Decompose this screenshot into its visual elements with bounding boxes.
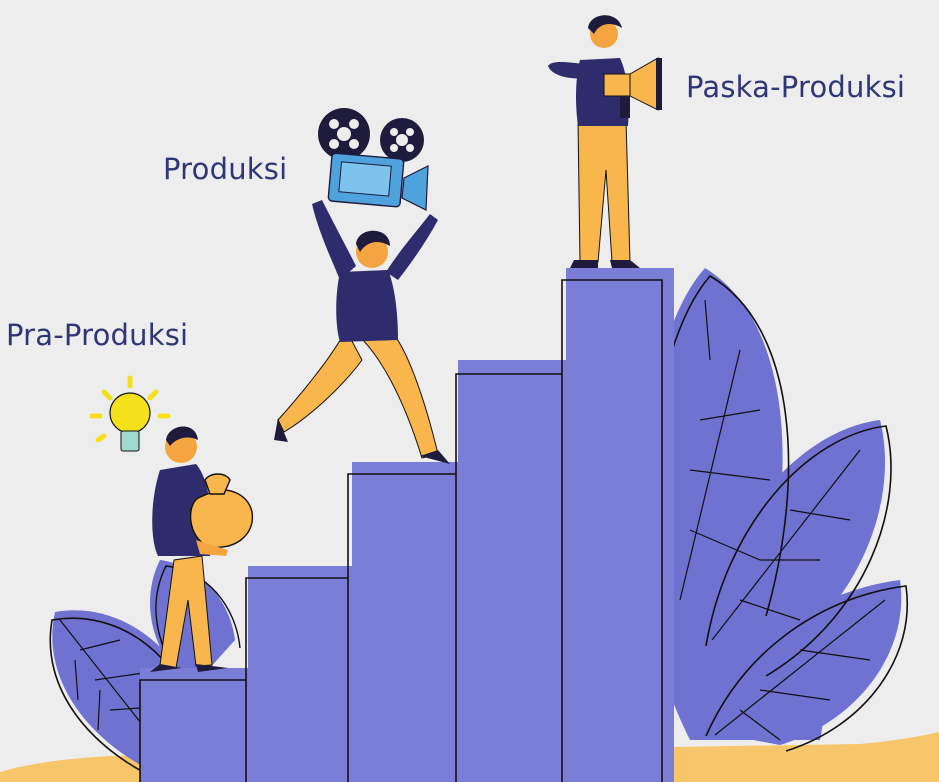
megaphone-icon — [603, 57, 662, 118]
person-produksi — [274, 200, 450, 464]
lightbulb-icon — [89, 375, 171, 452]
stage-label-produksi: Produksi — [163, 152, 288, 186]
staircase — [139, 268, 674, 782]
money-bag — [189, 473, 254, 548]
person-pra-produksi — [150, 426, 254, 672]
right-leaves — [639, 268, 908, 752]
person-paska-produksi — [548, 15, 662, 268]
film-camera-icon — [318, 108, 429, 211]
stage-label-pra-produksi: Pra-Produksi — [6, 318, 189, 352]
stage-label-paska-produksi: Paska-Produksi — [686, 70, 906, 104]
